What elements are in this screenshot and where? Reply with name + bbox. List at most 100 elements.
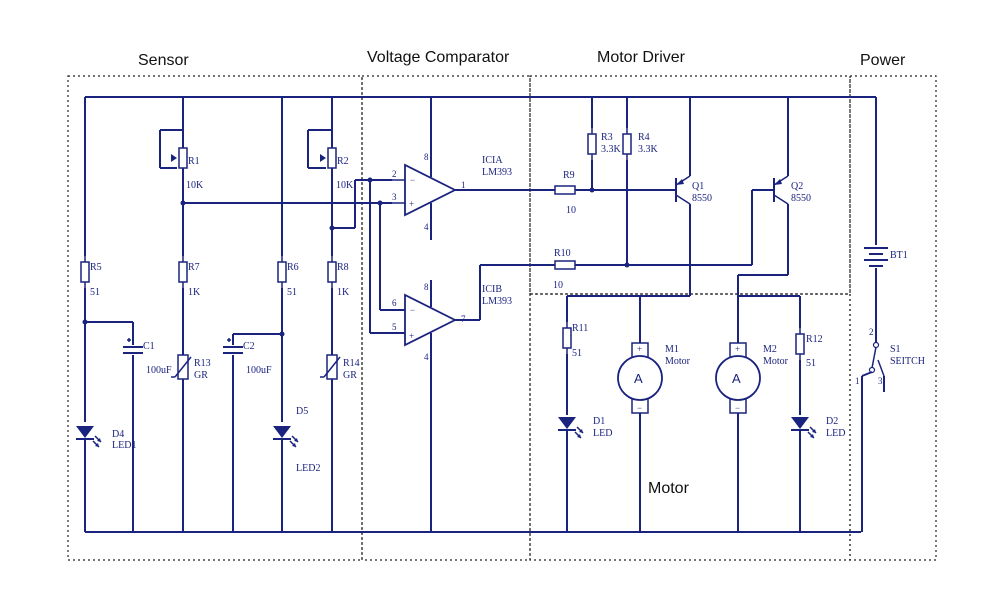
r5-label: R5 bbox=[90, 262, 102, 273]
ic1a-plus: + bbox=[409, 199, 414, 209]
r2-value: 10K bbox=[336, 180, 354, 191]
m1-motor bbox=[617, 355, 663, 401]
q1-transistor bbox=[675, 175, 691, 205]
r12-label: R12 bbox=[806, 334, 823, 345]
motor-driver-section-box bbox=[529, 75, 851, 295]
ic1a-minus: − bbox=[410, 175, 415, 185]
r14-value: GR bbox=[343, 370, 357, 381]
r12-value: 51 bbox=[806, 358, 816, 369]
m2-value: Motor bbox=[763, 356, 789, 367]
r8-value: 1K bbox=[337, 287, 350, 298]
d4-value: LED1 bbox=[112, 440, 136, 451]
q1-value: 8550 bbox=[692, 193, 712, 204]
r4-value: 3.3K bbox=[638, 144, 659, 155]
c2-value: 100uF bbox=[246, 365, 272, 376]
s1-label: S1 bbox=[890, 344, 901, 355]
d5-value: LED2 bbox=[296, 463, 320, 474]
ic1b-pin8: 8 bbox=[424, 282, 429, 292]
r1-potentiometer bbox=[170, 147, 188, 169]
r3-value: 3.3K bbox=[601, 144, 622, 155]
m2-symbol: A bbox=[732, 371, 741, 386]
r6-resistor bbox=[277, 255, 287, 289]
r10-resistor bbox=[554, 260, 576, 270]
m1-symbol: A bbox=[634, 371, 643, 386]
r8-label: R8 bbox=[337, 262, 349, 273]
bt1-label: BT1 bbox=[890, 250, 908, 261]
r8-resistor bbox=[327, 255, 337, 289]
ic1a-pin4: 4 bbox=[424, 222, 429, 232]
r5-value: 51 bbox=[90, 287, 100, 298]
ic1b-value: LM393 bbox=[482, 296, 512, 307]
r11-resistor bbox=[562, 321, 572, 355]
d2-label: D2 bbox=[826, 416, 838, 427]
ic1b-minus: − bbox=[410, 305, 415, 315]
r1-label: R1 bbox=[188, 156, 200, 167]
s1-pin1: 1 bbox=[855, 376, 860, 386]
d1-label: D1 bbox=[593, 416, 605, 427]
motor-title: Motor bbox=[648, 480, 690, 497]
c1-value: 100uF bbox=[146, 365, 172, 376]
m2-label: M2 bbox=[763, 344, 777, 355]
r13-value: GR bbox=[194, 370, 208, 381]
motor-driver-title: Motor Driver bbox=[597, 49, 686, 66]
d5-label: D5 bbox=[296, 406, 308, 417]
r9-label: R9 bbox=[563, 170, 575, 181]
m2-minus: − bbox=[735, 403, 740, 413]
r14-label: R14 bbox=[343, 358, 360, 369]
r6-label: R6 bbox=[287, 262, 299, 273]
comparator-title: Voltage Comparator bbox=[367, 49, 510, 66]
r9-value: 10 bbox=[566, 205, 576, 216]
m1-label: M1 bbox=[665, 344, 679, 355]
q2-value: 8550 bbox=[791, 193, 811, 204]
s1-switch bbox=[861, 341, 885, 532]
q1-label: Q1 bbox=[692, 181, 704, 192]
r6-value: 51 bbox=[287, 287, 297, 298]
ic1b-comparator bbox=[404, 293, 458, 347]
d2-led bbox=[790, 416, 817, 439]
r10-label: R10 bbox=[554, 248, 571, 259]
r3-label: R3 bbox=[601, 132, 613, 143]
m2-plus: + bbox=[735, 344, 740, 354]
d1-value: LED bbox=[593, 428, 612, 439]
ic1a-label: ICIA bbox=[482, 155, 503, 166]
d1-led bbox=[557, 416, 584, 439]
r4-label: R4 bbox=[638, 132, 650, 143]
r11-label: R11 bbox=[572, 323, 588, 334]
ic1b-pin4: 4 bbox=[424, 352, 429, 362]
sensor-section-box bbox=[67, 75, 363, 561]
r14-photoresistor bbox=[319, 354, 341, 380]
d5-led bbox=[272, 425, 299, 448]
r13-label: R13 bbox=[194, 358, 211, 369]
sensor-title: Sensor bbox=[138, 52, 189, 69]
r10-value: 10 bbox=[553, 280, 563, 291]
m1-minus: − bbox=[637, 403, 642, 413]
r2-potentiometer bbox=[319, 147, 337, 169]
ic1a-pin3: 3 bbox=[392, 192, 397, 202]
power-title: Power bbox=[860, 52, 906, 69]
s1-value: SEITCH bbox=[890, 356, 925, 367]
c1-label: C1 bbox=[143, 341, 155, 352]
r4-resistor bbox=[622, 127, 632, 161]
ic1a-comparator bbox=[404, 163, 458, 217]
r9-resistor bbox=[554, 185, 576, 195]
ic1a-pin8: 8 bbox=[424, 152, 429, 162]
comparator-section-box bbox=[361, 75, 531, 561]
ic1b-label: ICIB bbox=[482, 284, 502, 295]
ic1a-value: LM393 bbox=[482, 167, 512, 178]
ic1a-pin2: 2 bbox=[392, 169, 397, 179]
m1-plus: + bbox=[637, 344, 642, 354]
r7-label: R7 bbox=[188, 262, 200, 273]
r12-resistor bbox=[795, 327, 805, 361]
r7-resistor bbox=[178, 255, 188, 289]
c2-label: C2 bbox=[243, 341, 255, 352]
ic1a-pin1: 1 bbox=[461, 180, 466, 190]
ic1b-plus: + bbox=[409, 331, 414, 341]
r1-value: 10K bbox=[186, 180, 204, 191]
bt1-battery bbox=[864, 247, 888, 267]
m1-value: Motor bbox=[665, 356, 691, 367]
q2-label: Q2 bbox=[791, 181, 803, 192]
d4-label: D4 bbox=[112, 429, 124, 440]
q2-transistor bbox=[773, 175, 789, 205]
s1-pin2: 2 bbox=[869, 327, 874, 337]
r11-value: 51 bbox=[572, 348, 582, 359]
